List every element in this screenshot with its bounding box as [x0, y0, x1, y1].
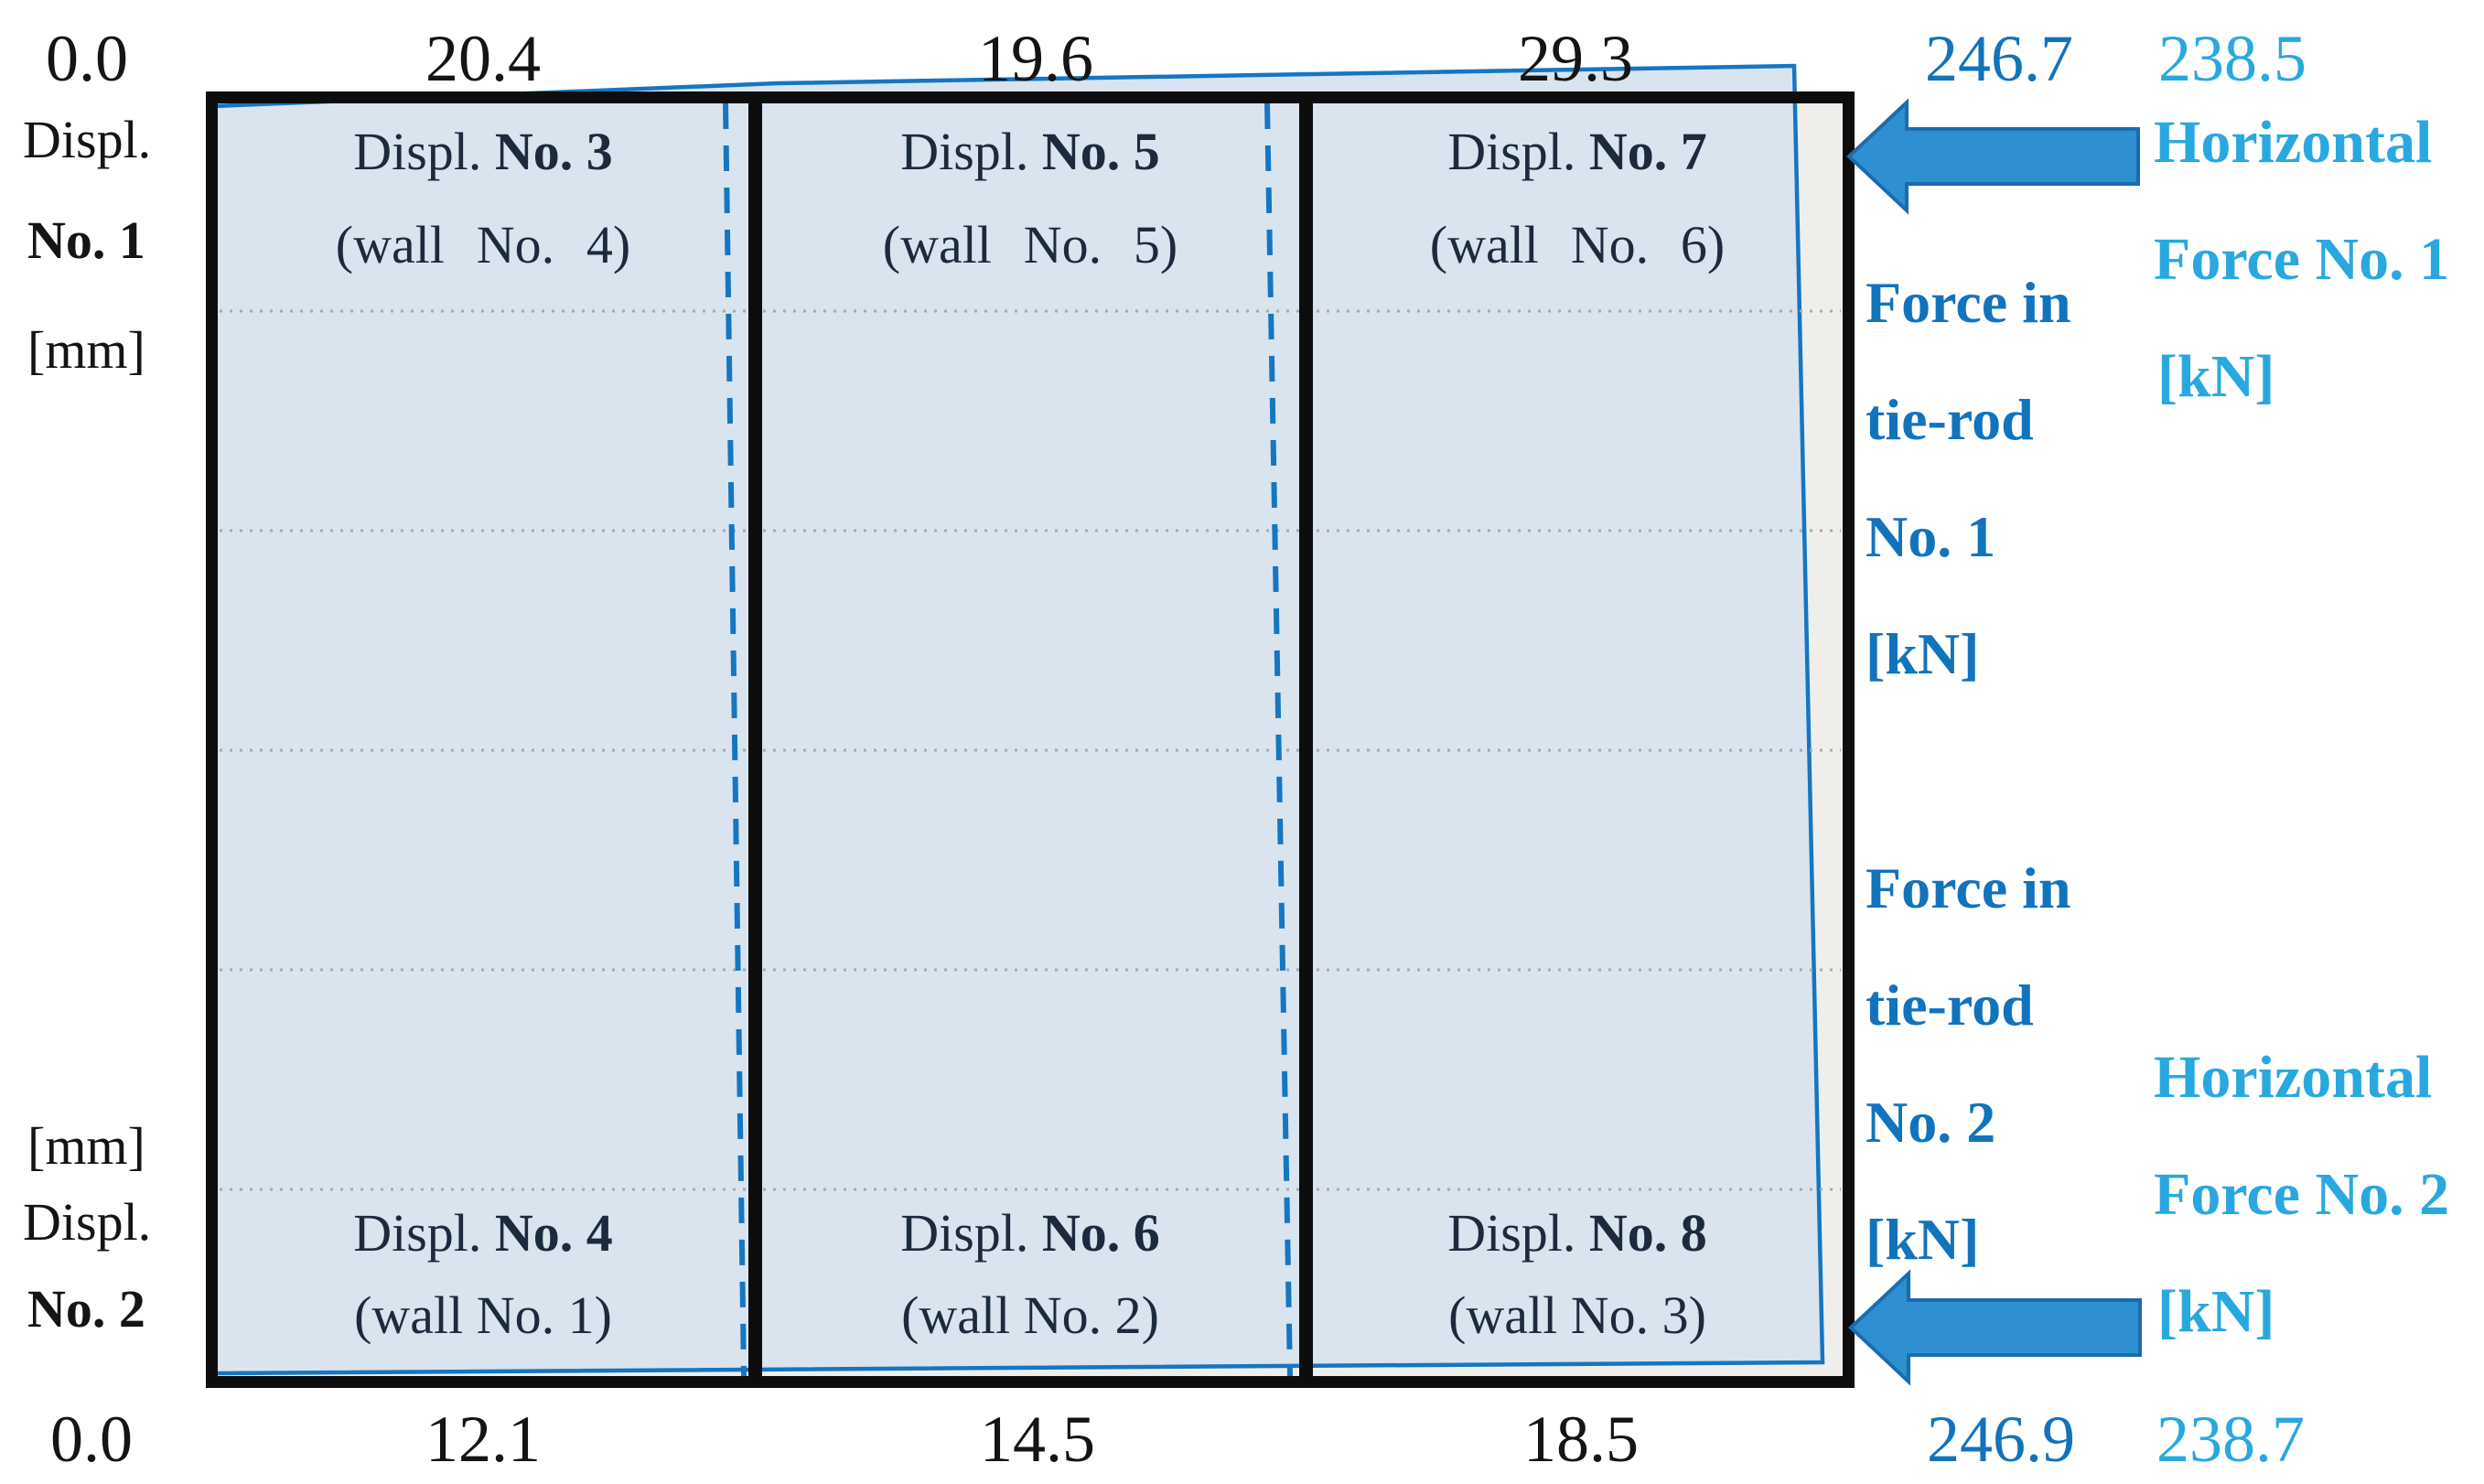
cell-wall-5: (wall No. 5): [882, 215, 1178, 274]
bottom-axis-displ-8: 18.5: [1523, 1403, 1639, 1476]
cell-displ-8-no: No. 8: [1588, 1203, 1707, 1263]
cell-displ-5: Displ. No. 5: [774, 122, 1286, 181]
cell-displ-4-prefix: Displ.: [353, 1203, 482, 1263]
tie-rod-1-label-unit: [kN]: [1866, 621, 1980, 686]
horizontal-force-1-value: 238.5: [2158, 22, 2307, 95]
cell-displ-6: Displ. No. 6: [774, 1203, 1286, 1263]
tie-rod-2-label-line3: No. 2: [1866, 1090, 1996, 1155]
horizontal-force-2-value: 238.7: [2156, 1403, 2305, 1476]
left-label-mm-top: [mm]: [27, 320, 145, 380]
cell-wall-6: (wall No. 6): [1429, 215, 1726, 274]
tie-rod-1-value: 246.7: [1925, 22, 2073, 95]
undeformed-wall-position-2: [1264, 102, 1293, 1377]
cell-displ-7-no: No. 7: [1588, 122, 1707, 181]
cell-displ-4-no: No. 4: [494, 1203, 613, 1263]
cell-displ-3: Displ. No. 3: [227, 122, 739, 181]
horizontal-force-1-label-line2: Force No. 1: [2154, 226, 2450, 293]
top-axis-displ-3: 20.4: [425, 22, 541, 95]
top-axis-origin: 0.0: [46, 22, 128, 95]
wall-box-frame: [206, 91, 1855, 1388]
bottom-axis-origin: 0.0: [50, 1403, 133, 1476]
cell-displ-3-no: No. 3: [494, 122, 613, 181]
tie-rod-1-label-line3: No. 1: [1866, 504, 1996, 569]
left-label-no-2: No. 2: [27, 1279, 145, 1339]
left-label-displ-2: Displ.: [23, 1192, 152, 1252]
cell-displ-5-no: No. 5: [1041, 122, 1160, 181]
cell-wall-3: (wall No. 3): [1448, 1285, 1706, 1345]
left-label-displ-1: Displ.: [23, 110, 152, 169]
cell-displ-8: Displ. No. 8: [1321, 1203, 1833, 1263]
wall-divider-1: [748, 103, 762, 1376]
cell-displ-7-prefix: Displ.: [1447, 122, 1576, 181]
top-axis-displ-5: 19.6: [978, 22, 1093, 95]
horizontal-force-2-label-unit: [kN]: [2157, 1278, 2275, 1345]
gridlines: [220, 309, 1841, 1191]
horizontal-force-2-label-line2: Force No. 2: [2154, 1161, 2450, 1228]
tie-rod-2-label-line2: tie-rod: [1866, 973, 2034, 1038]
cell-displ-3-prefix: Displ.: [353, 122, 482, 181]
cell-displ-6-no: No. 6: [1041, 1203, 1160, 1263]
bottom-axis-displ-4: 12.1: [425, 1403, 541, 1476]
tie-rod-2-label-line1: Force in: [1866, 855, 2071, 920]
left-label-no-1: No. 1: [27, 210, 145, 270]
horizontal-force-arrow-1: [1846, 98, 2140, 215]
horizontal-force-1-label-unit: [kN]: [2157, 343, 2275, 410]
tie-rod-2-label-unit: [kN]: [1866, 1207, 1980, 1272]
tie-rod-1-label-line2: tie-rod: [1866, 387, 2034, 452]
tie-rod-1-label-line1: Force in: [1866, 270, 2071, 335]
wall-divider-2: [1299, 103, 1313, 1376]
cell-displ-8-prefix: Displ.: [1447, 1203, 1576, 1263]
top-axis-displ-7: 29.3: [1518, 22, 1633, 95]
cell-displ-5-prefix: Displ.: [900, 122, 1029, 181]
undeformed-wall-position-1: [723, 102, 747, 1377]
cell-wall-2: (wall No. 2): [901, 1285, 1159, 1345]
cell-wall-4: (wall No. 4): [335, 215, 631, 274]
bottom-axis-displ-6: 14.5: [980, 1403, 1095, 1476]
cell-displ-6-prefix: Displ.: [900, 1203, 1029, 1263]
cell-wall-1: (wall No. 1): [354, 1285, 612, 1345]
horizontal-force-1-label-line1: Horizontal: [2154, 109, 2433, 176]
cell-displ-4: Displ. No. 4: [227, 1203, 739, 1263]
horizontal-force-2-label-line1: Horizontal: [2154, 1044, 2433, 1111]
cell-displ-7: Displ. No. 7: [1321, 122, 1833, 181]
horizontal-force-arrow-2: [1848, 1269, 2142, 1386]
left-label-mm-bottom: [mm]: [27, 1116, 145, 1176]
tie-rod-2-value: 246.9: [1927, 1403, 2075, 1476]
